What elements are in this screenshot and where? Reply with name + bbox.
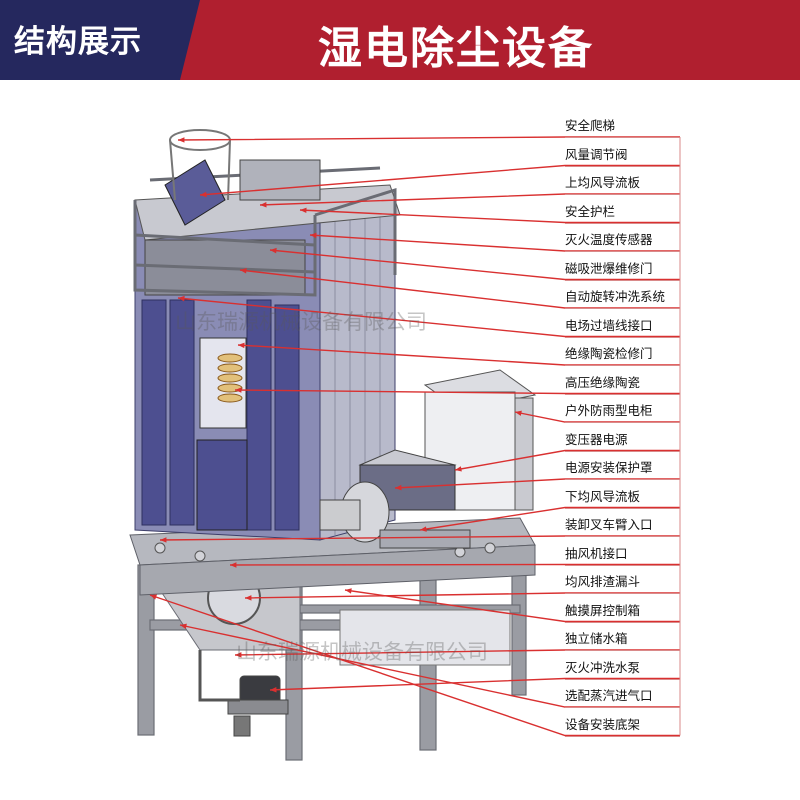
callout-label: 风量调节阀 — [565, 144, 680, 167]
leader-arrowhead — [235, 387, 242, 393]
leader-arrowhead — [345, 588, 352, 594]
callout-label: 装卸叉车臂入口 — [565, 514, 680, 537]
callout-label: 电源安装保护罩 — [565, 457, 680, 480]
leader-arrowhead — [300, 207, 307, 214]
callout-label: 高压绝缘陶瓷 — [565, 372, 680, 395]
callout-label: 安全爬梯 — [565, 115, 680, 138]
leader-arrowhead — [240, 268, 247, 274]
watermark-upper: 山东瑞源机械设备有限公司 — [175, 310, 427, 334]
leader-arrowhead — [270, 687, 277, 693]
leader-arrowhead — [178, 137, 185, 143]
leader-arrowhead — [515, 410, 522, 416]
leader-arrowhead — [238, 342, 245, 349]
leader-arrowhead — [230, 562, 237, 568]
leader-arrowhead — [180, 623, 187, 630]
leader-arrowhead — [455, 466, 462, 472]
leader-arrowhead — [235, 652, 242, 658]
leader-arrowhead — [160, 537, 167, 543]
forklift-inlet — [379, 529, 471, 549]
water-tank — [339, 609, 511, 666]
leader-arrowhead — [270, 247, 277, 254]
leader-arrowhead — [420, 526, 427, 532]
callout-label: 选配蒸汽进气口 — [565, 685, 680, 708]
callout-label: 灭火温度传感器 — [565, 229, 680, 252]
leader-arrowheads — [150, 137, 522, 693]
upper-baffle — [239, 159, 321, 201]
leader-arrowhead — [150, 594, 157, 600]
leader-arrowhead — [245, 595, 252, 601]
watermark-lower: 山东瑞源机械设备有限公司 — [236, 640, 488, 664]
leader-arrowhead — [310, 232, 317, 239]
leader-arrowhead — [395, 484, 402, 491]
callout-label: 独立储水箱 — [565, 628, 680, 651]
callout-label: 磁吸泄爆维修门 — [565, 258, 680, 281]
ceramic-insulator — [217, 353, 243, 403]
callout-label: 设备安装底架 — [565, 714, 680, 737]
ceramic-inspection-door — [199, 337, 247, 429]
leader-arrowhead — [260, 202, 267, 208]
section-tag-text: 结构展示 — [14, 24, 142, 60]
callout-label: 触摸屏控制箱 — [565, 600, 680, 623]
leader-arrowhead — [178, 295, 185, 302]
leader-arrowhead — [200, 191, 207, 198]
air-damper — [164, 159, 226, 226]
callout-label: 自动旋转冲洗系统 — [565, 286, 680, 309]
header-bar: 结构展示 湿电除尘设备 — [0, 0, 800, 80]
callout-label: 电场过墙线接口 — [565, 315, 680, 338]
callout-label: 安全护栏 — [565, 201, 680, 224]
callout-label: 下均风导流板 — [565, 486, 680, 509]
callout-label: 灭火冲洗水泵 — [565, 657, 680, 680]
callout-label: 户外防雨型电柜 — [565, 400, 680, 423]
page-title: 湿电除尘设备 — [318, 23, 594, 74]
lower-access-door — [196, 439, 248, 531]
section-tag: 结构展示 — [0, 0, 200, 80]
callout-label: 均风排渣漏斗 — [565, 571, 680, 594]
body-panels — [141, 299, 300, 531]
pump-assembly — [198, 650, 289, 737]
callout-label: 上均风导流板 — [565, 172, 680, 195]
callout-label: 变压器电源 — [565, 429, 680, 452]
callout-label: 绝缘陶瓷检修门 — [565, 343, 680, 366]
callout-label: 抽风机接口 — [565, 543, 680, 566]
